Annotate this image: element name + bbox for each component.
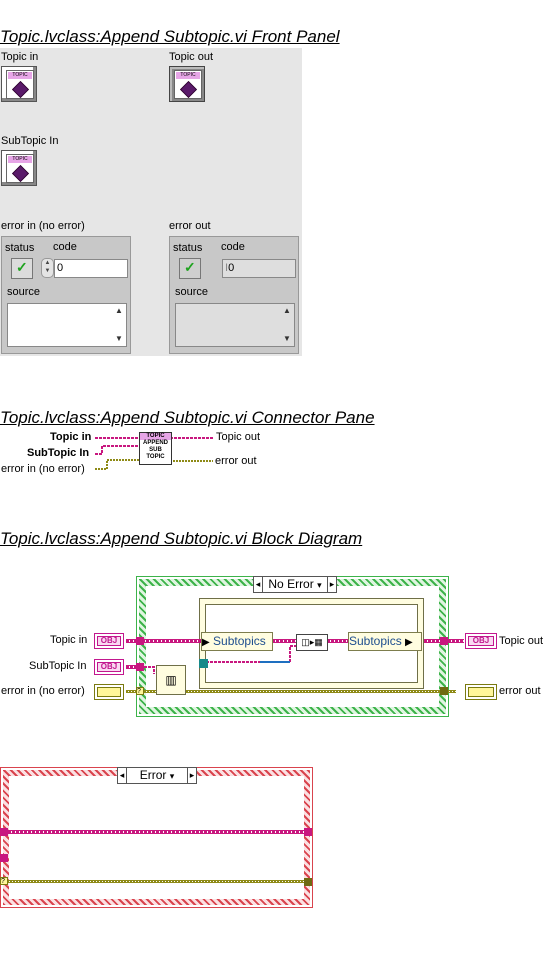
- subtopic-in-terminal[interactable]: OBJ: [94, 659, 124, 675]
- subtopic-in-wire: [126, 665, 144, 669]
- decrement-arrow-icon: ◂: [118, 768, 127, 783]
- input-tunnel[interactable]: [136, 663, 144, 671]
- topic-out-terminal[interactable]: OBJ: [465, 633, 497, 649]
- bd-error-out-label: error out: [499, 685, 541, 697]
- error-input-tunnel[interactable]: ?: [136, 687, 144, 695]
- error-out-source-label: source: [175, 286, 209, 298]
- subtopic-in-control[interactable]: TOPIC: [1, 150, 37, 186]
- input-tunnel[interactable]: [136, 637, 144, 645]
- cp-error-in-label: error in (no error): [1, 463, 85, 475]
- connector-pane-heading: Topic.lvclass:Append Subtopic.vi Connect…: [0, 408, 375, 427]
- subtopics-wire: [272, 639, 296, 643]
- connector-pane-wires: [95, 437, 214, 470]
- error-in-code-field[interactable]: 0: [54, 259, 128, 278]
- output-tunnel[interactable]: [304, 828, 312, 836]
- error-out-cluster: status code ✓ I0 source ▲▼: [169, 236, 299, 354]
- subtopic-in-label: SubTopic In: [1, 135, 59, 147]
- error-in-status-checkbox[interactable]: ✓: [11, 258, 33, 279]
- error-in-source-field[interactable]: ▲▼: [7, 303, 127, 347]
- cp-error-out-label: error out: [215, 455, 257, 467]
- topic-in-control[interactable]: TOPIC: [1, 66, 37, 102]
- build-array-node[interactable]: ◫▸▦: [296, 634, 328, 651]
- error-out-label: error out: [169, 220, 211, 232]
- increment-arrow-icon: ▸: [187, 768, 196, 783]
- error-out-code-label: code: [221, 241, 245, 253]
- cp-topic-out-label: Topic out: [216, 431, 261, 443]
- error-input-tunnel[interactable]: ?: [0, 877, 8, 885]
- check-icon: ✓: [184, 259, 196, 275]
- error-out-code-field: I0: [222, 259, 296, 278]
- input-tunnel[interactable]: [0, 828, 8, 836]
- topic-in-terminal[interactable]: OBJ: [94, 633, 124, 649]
- arrow-right-icon: ▶: [202, 637, 210, 648]
- append-subtopic-vi-icon[interactable]: TOPIC APPEND SUB TOPIC: [139, 432, 172, 465]
- scrollbar[interactable]: ▲▼: [115, 306, 123, 343]
- error-in-terminal[interactable]: [94, 684, 124, 700]
- error-in-status-label: status: [5, 242, 35, 254]
- check-icon: ✓: [16, 259, 28, 275]
- bd-error-in-label: error in (no error): [1, 685, 85, 697]
- front-panel-heading: Topic.lvclass:Append Subtopic.vi Front P…: [0, 27, 340, 46]
- error-out-source-field: ▲▼: [175, 303, 295, 347]
- output-tunnel[interactable]: [440, 637, 448, 645]
- error-wire: [126, 690, 456, 693]
- error-out-status-indicator: ✓: [179, 258, 201, 279]
- decrement-arrow-icon: ◂: [254, 577, 263, 592]
- input-tunnel[interactable]: [0, 854, 8, 862]
- error-in-cluster: status code ✓ ▲▼ 0 source ▲▼: [1, 236, 131, 354]
- case-selector-no-error[interactable]: ◂ No Error ▾ ▸: [253, 576, 337, 593]
- error-in-code-label: code: [53, 241, 77, 253]
- case-selector-error[interactable]: ◂ Error ▾ ▸: [117, 767, 197, 784]
- case-structure-error[interactable]: [0, 767, 313, 908]
- topic-class-icon: TOPIC: [6, 154, 34, 183]
- error-out-terminal[interactable]: [465, 684, 497, 700]
- bd-topic-in-label: Topic in: [50, 634, 88, 646]
- topic-class-icon: TOPIC: [174, 70, 202, 99]
- bd-subtopic-in-label: SubTopic In: [29, 660, 87, 672]
- arrow-right-icon: ▶: [405, 637, 413, 648]
- dropdown-icon: ▾: [169, 771, 175, 781]
- error-in-code-stepper[interactable]: ▲▼: [41, 258, 54, 278]
- topic-passthrough-wire: [4, 830, 308, 834]
- block-diagram-heading: Topic.lvclass:Append Subtopic.vi Block D…: [0, 529, 363, 548]
- output-tunnel[interactable]: [304, 878, 312, 886]
- dropdown-icon: ▾: [317, 580, 322, 590]
- bd-topic-out-label: Topic out: [499, 635, 544, 647]
- topic-class-icon: TOPIC: [6, 70, 34, 99]
- border-node[interactable]: [199, 659, 208, 668]
- scrollbar[interactable]: ▲▼: [283, 306, 291, 343]
- error-passthrough-wire: [4, 880, 308, 883]
- increment-arrow-icon: ▸: [327, 577, 336, 592]
- topic-in-label: Topic in: [1, 51, 39, 63]
- front-panel: Topic in TOPIC Topic out TOPIC SubTopic …: [0, 48, 302, 356]
- output-tunnel[interactable]: [440, 687, 448, 695]
- unbundle-by-name-node[interactable]: ▶ Subtopics: [201, 632, 273, 651]
- bundle-by-name-node[interactable]: Subtopics ▶: [348, 632, 422, 651]
- error-out-status-label: status: [173, 242, 203, 254]
- error-in-source-label: source: [7, 286, 41, 298]
- cp-subtopic-in-label: SubTopic In: [27, 447, 90, 459]
- error-in-label: error in (no error): [1, 220, 85, 232]
- sub-vi-icon[interactable]: ▥: [156, 665, 186, 695]
- subtopic-branch-wire: [144, 645, 298, 674]
- cp-topic-in-label: Topic in: [50, 431, 92, 443]
- topic-out-indicator: TOPIC: [169, 66, 205, 102]
- topic-in-wire: [126, 639, 201, 643]
- topic-out-label: Topic out: [169, 51, 214, 63]
- subtopics-wire: [327, 639, 349, 643]
